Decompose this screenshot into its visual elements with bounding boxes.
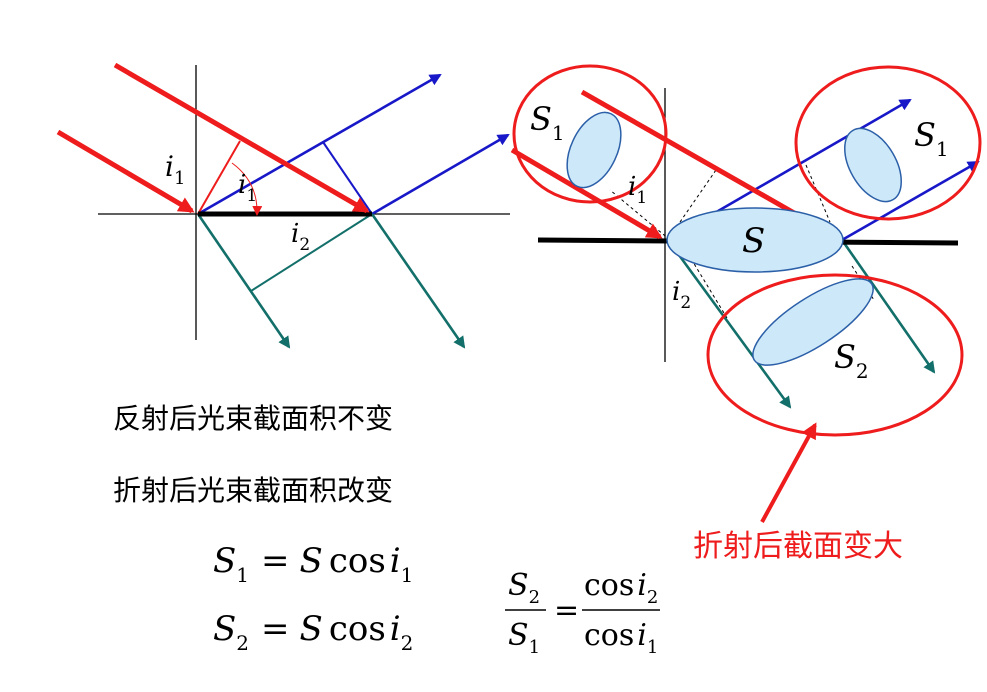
svg-text:S1: S1 (508, 618, 540, 658)
refracted-width-line (250, 213, 373, 292)
cross-section-s1-right (844, 127, 902, 203)
label-s1-top-right: S1 (914, 116, 949, 161)
callout-text: 折射后截面变大 (693, 529, 903, 564)
label-i1-left: i1 (165, 150, 185, 189)
highlight-circle-bottom (706, 273, 964, 437)
highlight-circle-top-right (794, 65, 982, 221)
right-diagram: S1 S1 S S2 i1 i2 (510, 64, 982, 523)
refracted-ray-r2 (840, 239, 936, 374)
dotted-line-4 (692, 261, 728, 319)
label-s2: S2 (834, 338, 869, 383)
note-reflection: 反射后光束截面积不变 (113, 402, 393, 435)
reflected-ray-2 (371, 133, 510, 216)
label-i1-right: i1 (628, 172, 647, 208)
label-i2-left: i2 (291, 219, 310, 255)
angle-arc-i1 (231, 162, 263, 216)
label-s-center: S (742, 221, 765, 261)
cross-section-s2 (752, 278, 874, 366)
reflected-ray-1 (197, 73, 442, 216)
note-refraction: 折射后光束截面积改变 (113, 474, 393, 507)
reflected-width-line (322, 141, 373, 215)
dotted-line-1 (679, 169, 717, 223)
svg-text:S2: S2 (508, 568, 540, 608)
incident-ray-r1 (510, 147, 663, 240)
incident-ray-1 (56, 129, 195, 214)
cross-section-s-center (666, 207, 844, 273)
svg-text:=: = (554, 593, 579, 628)
refracted-ray-1 (196, 213, 291, 349)
highlight-circle-top-left (512, 64, 668, 204)
left-diagram: i1 i1 i2 (56, 62, 510, 349)
refracted-ray-2 (370, 213, 466, 349)
label-i2-right: i2 (672, 277, 691, 313)
cross-section-s1-left (566, 111, 622, 189)
callout-arrow (760, 422, 817, 523)
incident-width-line (197, 140, 241, 215)
reflected-ray-r2 (841, 160, 980, 242)
incident-ray-2 (113, 62, 370, 214)
refracted-ray-r1 (666, 239, 792, 409)
label-s1-top-left: S1 (530, 100, 565, 145)
label-i1-inner: i1 (238, 170, 257, 206)
